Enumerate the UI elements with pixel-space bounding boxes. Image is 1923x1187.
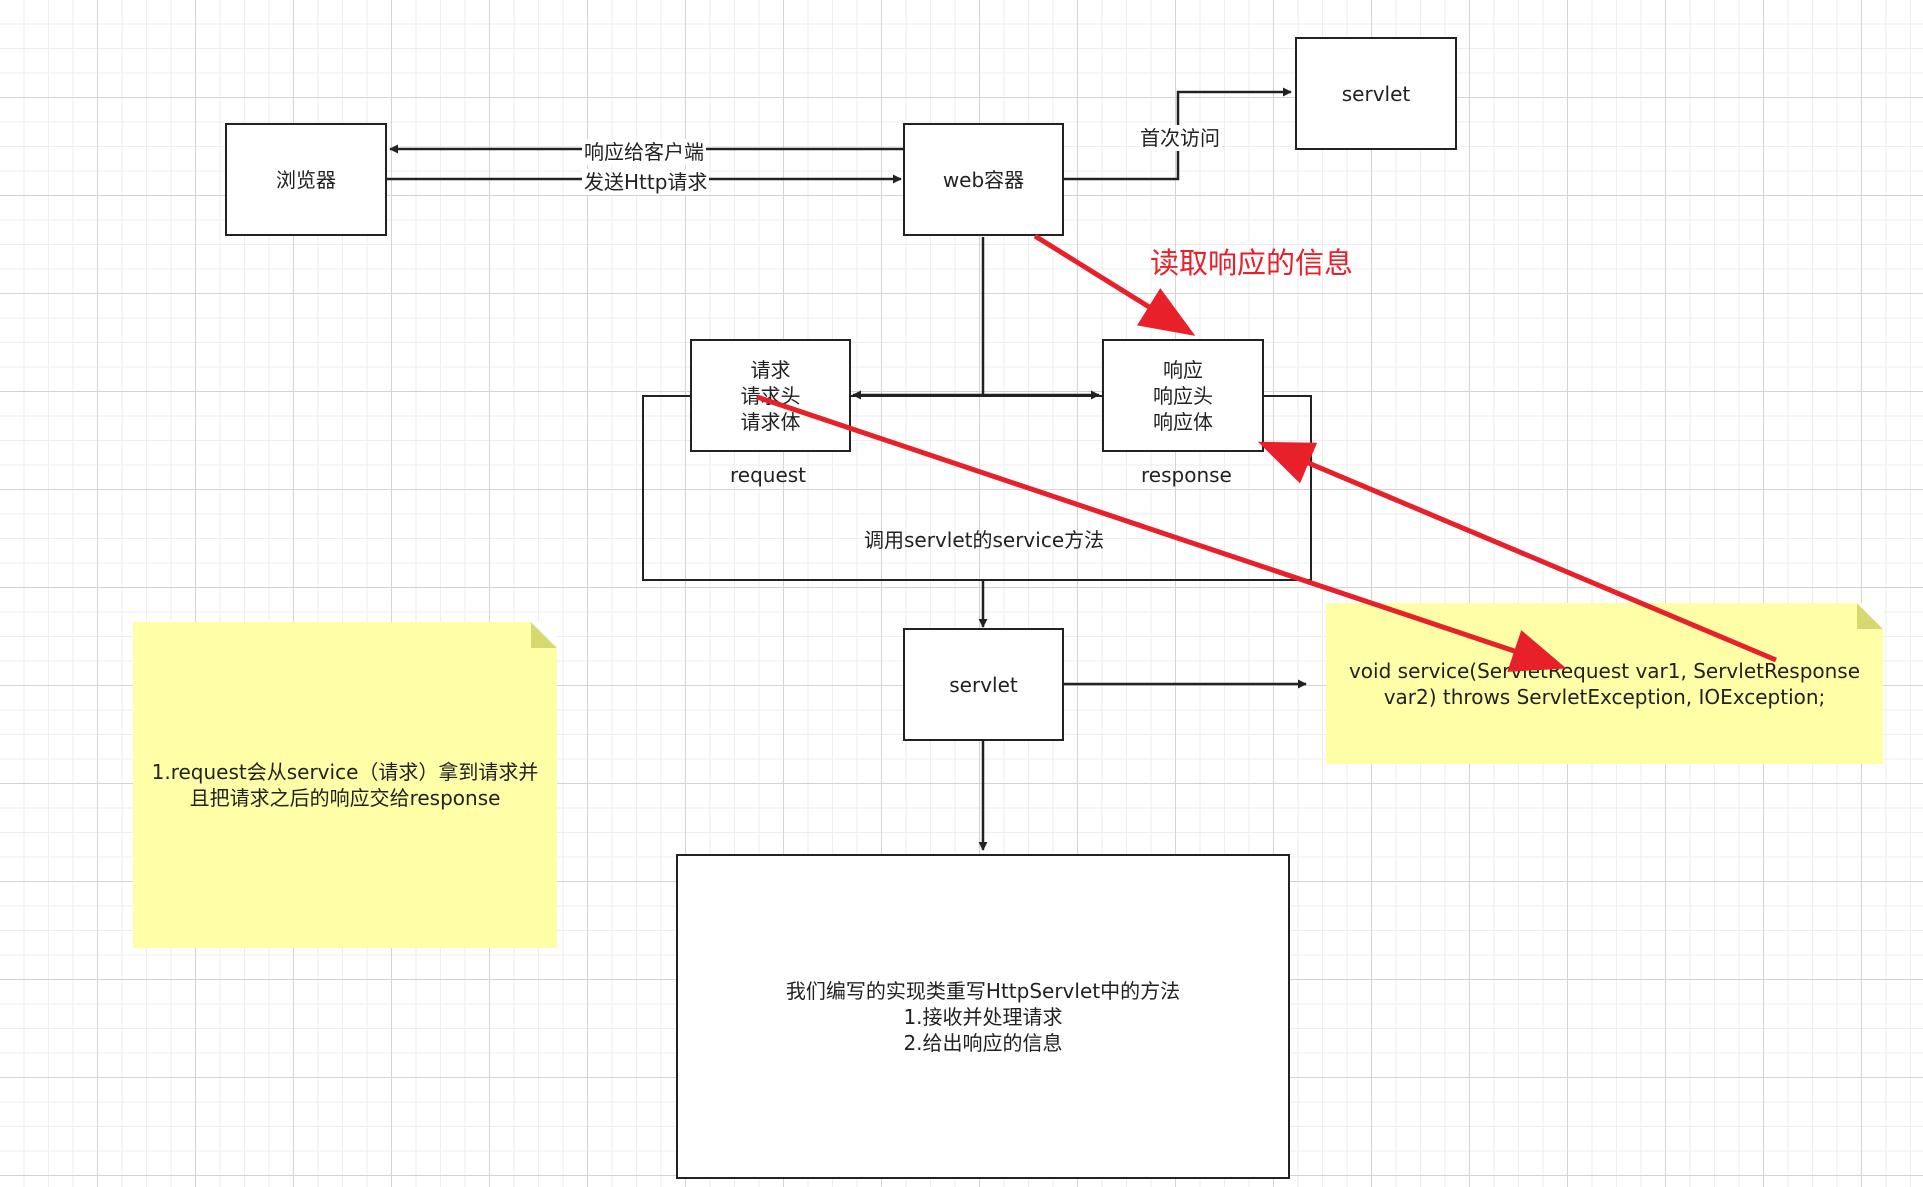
right-note-fold-corner <box>1857 603 1883 629</box>
label-send-http-request: 发送Http请求 <box>582 169 710 195</box>
label-request: request <box>730 463 807 487</box>
red-arrow-read-response <box>1033 233 1196 336</box>
red-arrow-request-to-signature <box>756 394 1567 672</box>
left-note-text: 1.request会从service（请求）拿到请求并 且把请求之后的响应交给r… <box>151 760 539 810</box>
right-note: void service(ServletRequest var1, Servle… <box>1326 603 1883 764</box>
service-frame <box>642 395 1312 581</box>
web-container-node: web容器 <box>903 123 1064 236</box>
implementation-node: 我们编写的实现类重写HttpServlet中的方法 1.接收并处理请求 2.给出… <box>676 854 1290 1179</box>
label-first-visit: 首次访问 <box>1138 125 1222 151</box>
response-node: 响应 响应头 响应体 <box>1102 339 1264 452</box>
browser-node: 浏览器 <box>225 123 387 236</box>
label-response-to-client: 响应给客户端 <box>582 139 706 165</box>
label-response: response <box>1141 463 1232 487</box>
red-arrow-signature-to-response <box>1257 441 1777 663</box>
request-node: 请求 请求头 请求体 <box>690 339 851 452</box>
left-note-fold-corner <box>531 622 557 648</box>
label-read-response-info: 读取响应的信息 <box>1150 246 1354 280</box>
servlet-top-node: servlet <box>1295 37 1457 150</box>
label-call-service: 调用servlet的service方法 <box>864 528 1105 552</box>
left-note: 1.request会从service（请求）拿到请求并 且把请求之后的响应交给r… <box>133 622 557 948</box>
servlet-middle-node: servlet <box>903 628 1064 741</box>
